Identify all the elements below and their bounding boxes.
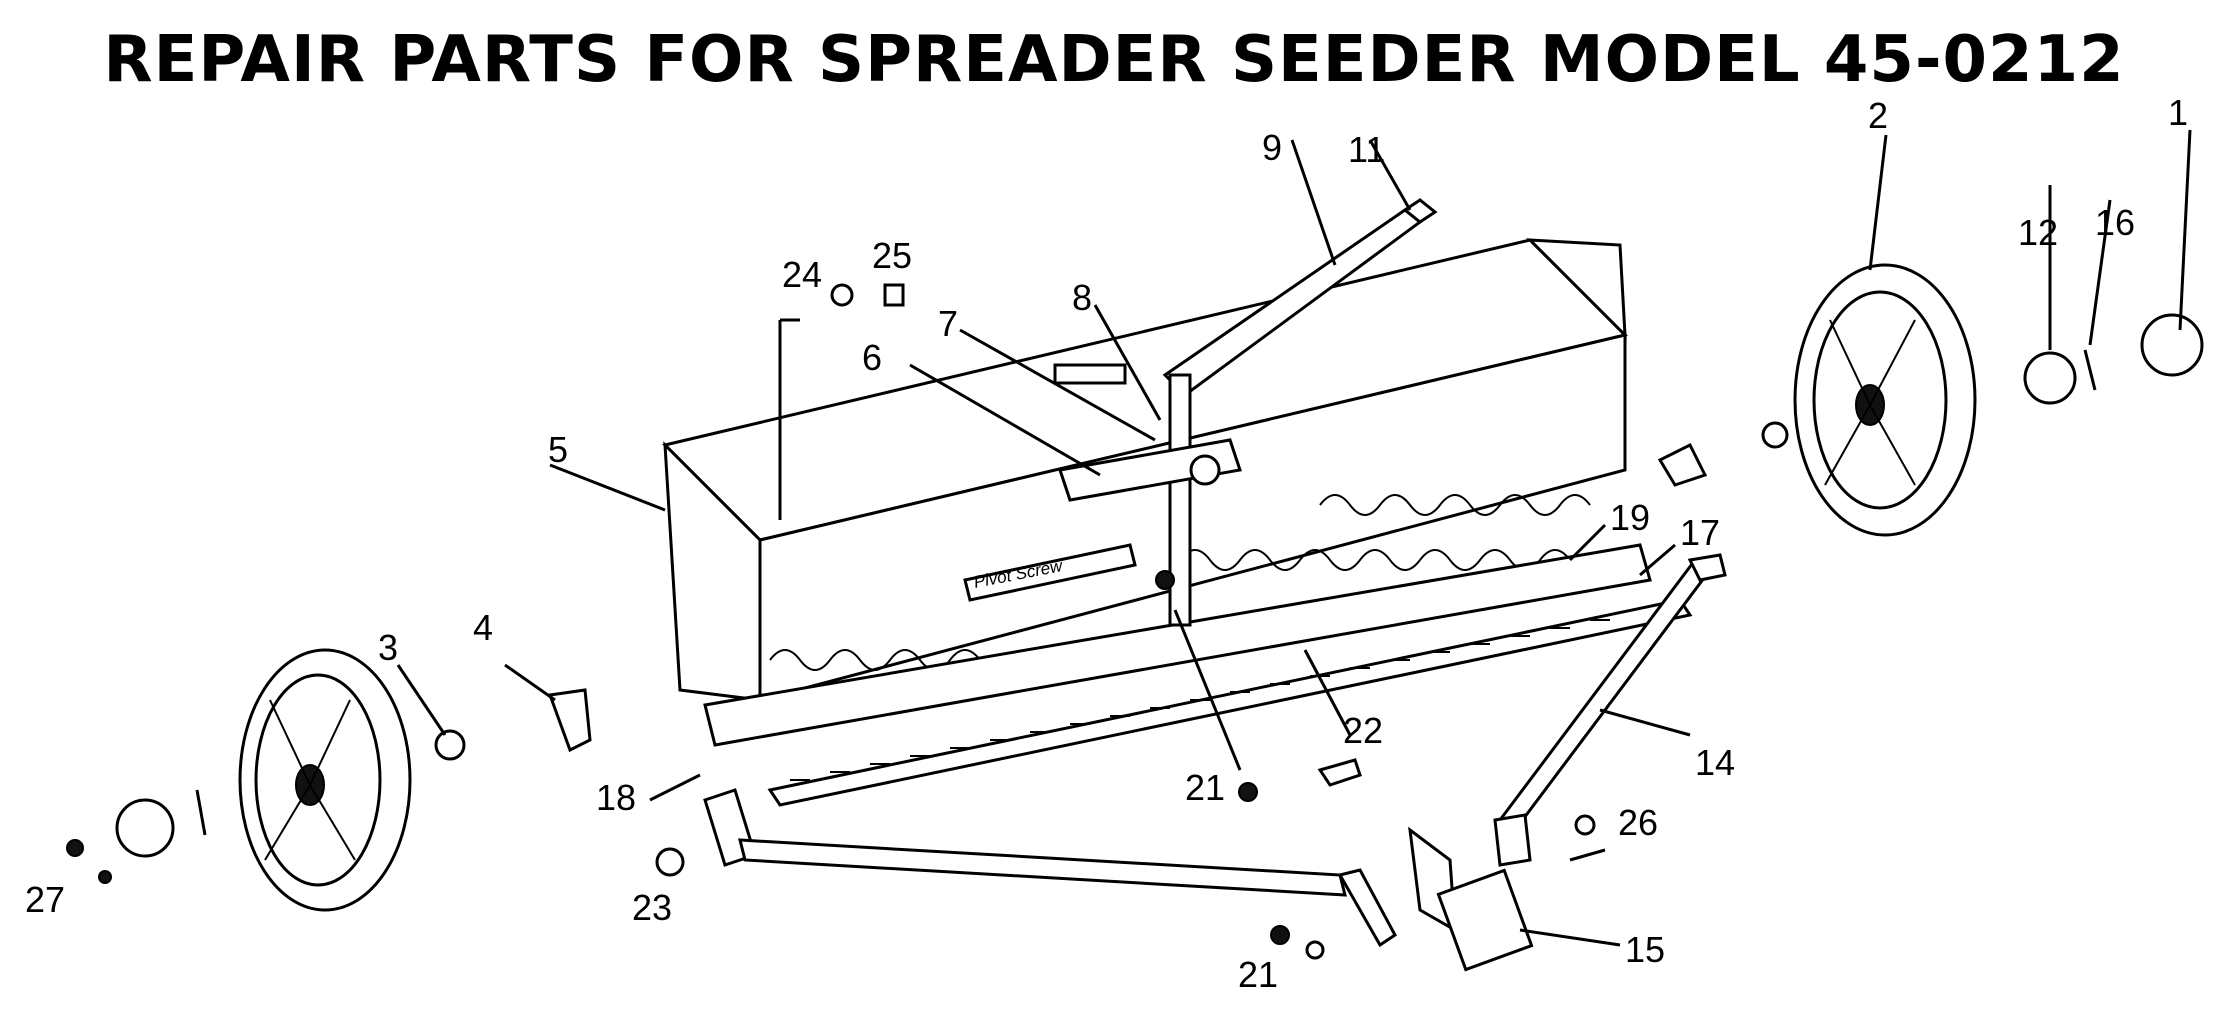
- callout-21-upper: 21: [1185, 767, 1225, 808]
- page-title: REPAIR PARTS FOR SPREADER SEEDER MODEL 4…: [103, 23, 2125, 97]
- callout-1: 1: [2168, 92, 2188, 133]
- callout-16: 16: [2095, 202, 2135, 243]
- slide-plate: [703, 543, 1693, 807]
- callout-24: 24: [782, 254, 822, 295]
- callout-23: 23: [632, 887, 672, 928]
- callout-25: 25: [872, 235, 912, 276]
- callout-11: 11: [1348, 129, 1385, 170]
- right-wheel: [1793, 263, 1977, 537]
- callout-22: 22: [1343, 710, 1383, 751]
- callout-3: 3: [378, 627, 398, 668]
- callout-8: 8: [1072, 277, 1092, 318]
- callout-9: 9: [1262, 127, 1282, 168]
- callout-numbers: 1 2 3 4 5 6 7 8 9 11 12 14 15 16 17 18 1…: [25, 92, 2188, 995]
- callout-5: 5: [548, 429, 568, 470]
- left-wheel: [238, 648, 412, 912]
- callout-26: 26: [1618, 802, 1658, 843]
- leader-lines: [396, 129, 2192, 947]
- callout-15: 15: [1625, 929, 1665, 970]
- frame-bars: [703, 553, 1727, 972]
- callout-18: 18: [596, 777, 636, 818]
- callout-4: 4: [473, 607, 493, 648]
- callout-17: 17: [1680, 512, 1720, 553]
- callout-6: 6: [862, 337, 882, 378]
- callout-12: 12: [2018, 212, 2058, 253]
- callout-27: 27: [25, 879, 65, 920]
- callout-19: 19: [1610, 497, 1650, 538]
- callout-2: 2: [1868, 95, 1888, 136]
- callout-21-lower: 21: [1238, 954, 1278, 995]
- control-handle: [1053, 198, 1438, 627]
- callout-14: 14: [1695, 742, 1735, 783]
- hardware-parts: [66, 283, 2204, 960]
- callout-7: 7: [938, 303, 958, 344]
